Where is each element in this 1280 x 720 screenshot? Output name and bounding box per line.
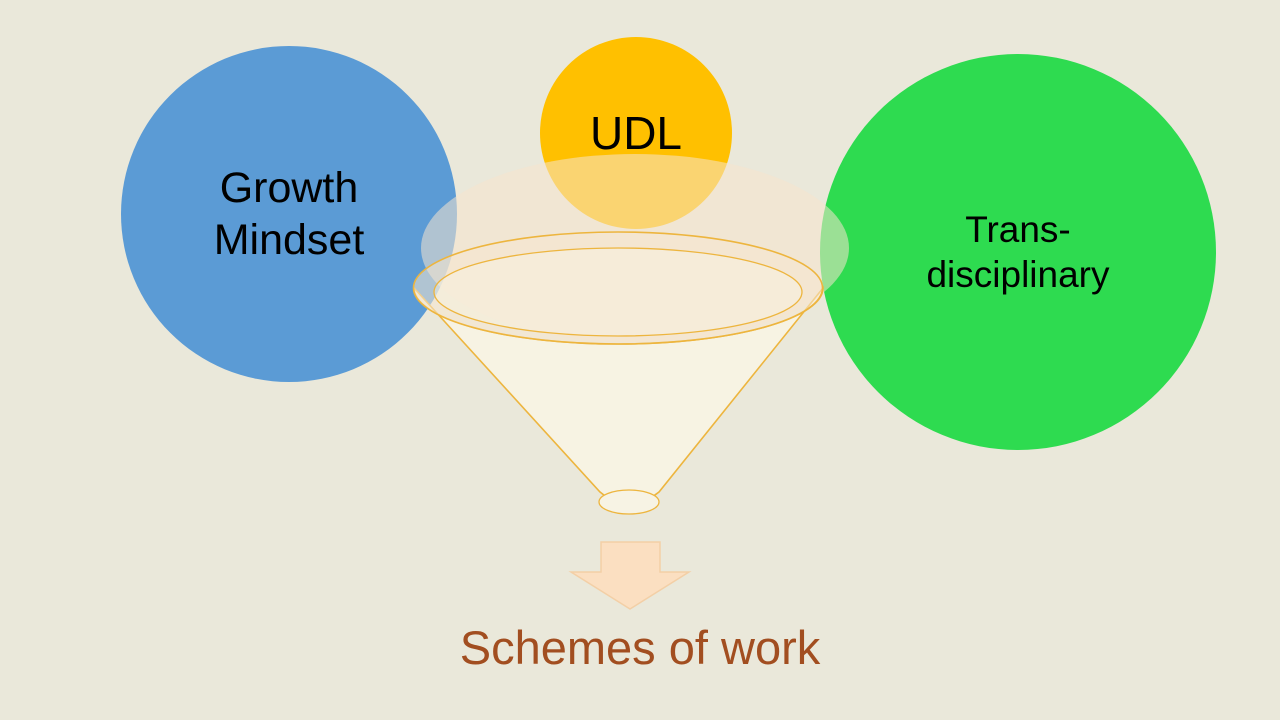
udl-label: UDL: [589, 106, 683, 159]
caption-schemes-of-work: Schemes of work: [459, 621, 821, 674]
funnel-cone: [413, 285, 824, 505]
trans-disciplinary-circle: Trans- disciplinary: [820, 54, 1216, 450]
down-arrow-icon: [568, 541, 692, 610]
trans-disciplinary-label: Trans- disciplinary: [926, 208, 1110, 295]
funnel-spout: [598, 489, 660, 515]
udl-circle: UDL: [540, 37, 732, 229]
funnel-mouth-outer-rim: [412, 231, 824, 345]
growth-mindset-label: Growth Mindset: [213, 163, 365, 264]
growth-mindset-circle: Growth Mindset: [121, 46, 457, 382]
funnel-mouth-inner-rim: [433, 247, 803, 337]
